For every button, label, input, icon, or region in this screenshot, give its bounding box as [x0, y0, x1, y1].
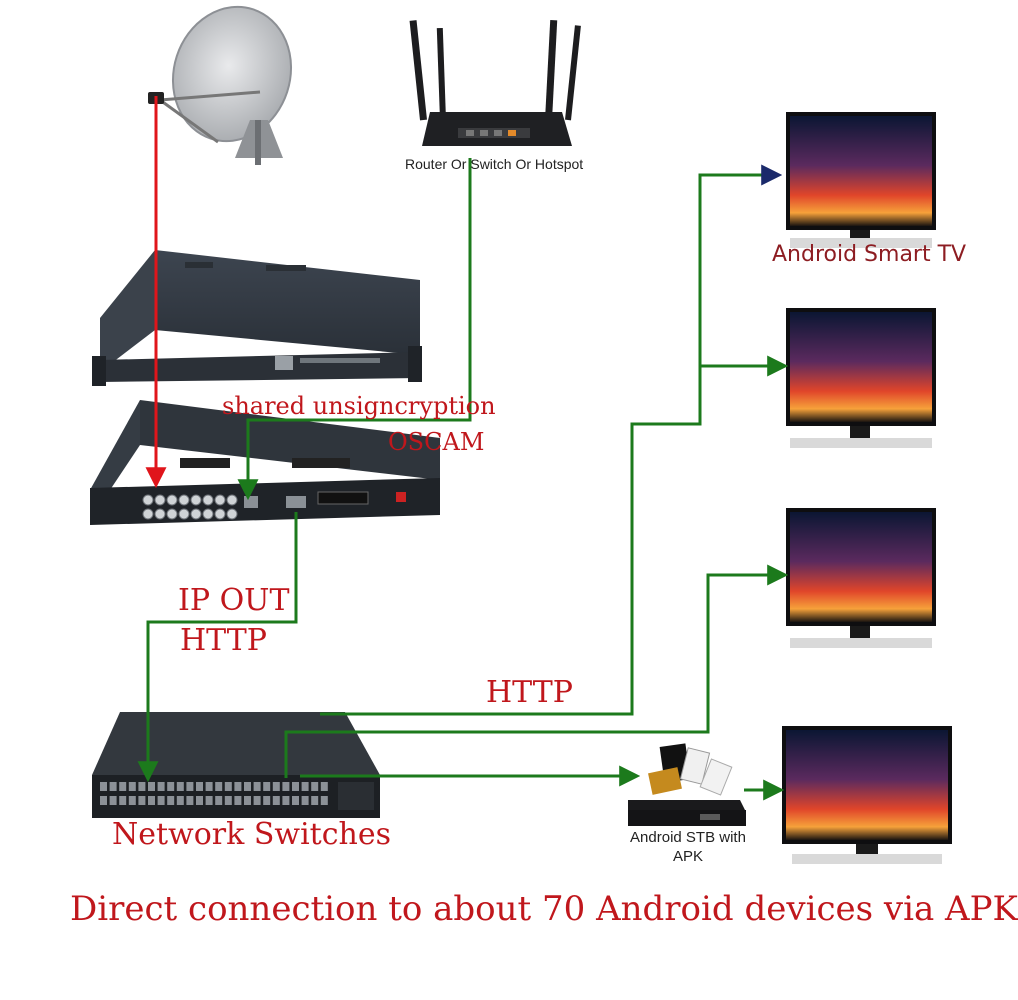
switch-port [272, 782, 280, 791]
switch-port [234, 796, 242, 805]
switch-port [263, 782, 271, 791]
bnc-connector [202, 494, 214, 506]
http-label-left: HTTP [180, 623, 267, 658]
switch-port [244, 782, 251, 791]
set-top-box-icon [628, 743, 746, 826]
bnc-connector [166, 508, 178, 520]
iptv-gateway-icon [90, 400, 440, 525]
switch-port [100, 796, 107, 805]
switch-port [176, 796, 184, 805]
cable-switch-to-tv-3 [284, 564, 789, 778]
ip-out-label: IP OUT [178, 583, 290, 618]
tv-icon-3 [786, 508, 936, 648]
switch-port [119, 796, 127, 805]
smart-tv-label: Android Smart TV [772, 242, 967, 267]
bnc-connector [178, 494, 190, 506]
bnc-connector [190, 494, 202, 506]
switch-port [205, 796, 213, 805]
switch-port [128, 782, 136, 791]
tv-icon-1 [786, 112, 936, 248]
bnc-connector [142, 508, 154, 520]
switch-port [224, 796, 232, 805]
switch-port [138, 796, 146, 805]
bnc-connector [142, 494, 154, 506]
switch-port [263, 796, 271, 805]
switch-port [205, 782, 213, 791]
satellite-dish-icon [148, 5, 293, 165]
switch-port [196, 796, 203, 805]
switch-port [215, 782, 223, 791]
switch-port [119, 782, 127, 791]
switch-port [253, 782, 261, 791]
switch-port [282, 782, 290, 791]
bnc-connectors [142, 494, 238, 520]
rack-receiver-icon [92, 250, 422, 386]
switch-port [138, 782, 146, 791]
switch-port [224, 782, 232, 791]
switch-port [196, 782, 203, 791]
bnc-connector [226, 508, 238, 520]
stb-label-line1: Android STB with [630, 829, 746, 846]
switch-port [148, 796, 155, 805]
bnc-connector [226, 494, 238, 506]
switch-port [272, 796, 280, 805]
wifi-router-icon [409, 19, 581, 146]
network-switch-icon [92, 712, 380, 818]
switch-port [157, 782, 165, 791]
switch-port [215, 796, 223, 805]
switch-port [311, 782, 319, 791]
switch-port [148, 782, 155, 791]
footer-caption: Direct connection to about 70 Android de… [70, 889, 1018, 929]
bnc-connector [166, 494, 178, 506]
cable-gateway-to-switch [137, 512, 298, 783]
switch-port [234, 782, 242, 791]
bnc-connector [190, 508, 202, 520]
tv-icon-2 [786, 308, 936, 448]
switch-port [186, 782, 194, 791]
switch-port [109, 782, 117, 791]
switch-port [253, 796, 261, 805]
switch-port [186, 796, 194, 805]
cable-switch-to-tv-1 [320, 164, 783, 716]
switch-port [128, 796, 136, 805]
switch-port [301, 782, 309, 791]
bnc-connector [214, 494, 226, 506]
switch-port [109, 796, 117, 805]
oscam-label-line2: OSCAM [388, 428, 485, 456]
switch-port [244, 796, 251, 805]
stb-label-line2: APK [672, 848, 703, 865]
bnc-connector [214, 508, 226, 520]
switch-port [292, 796, 299, 805]
switch-port [167, 782, 175, 791]
bnc-connector [154, 494, 166, 506]
switch-port [167, 796, 175, 805]
http-label-mid: HTTP [486, 675, 573, 710]
switch-port [176, 782, 184, 791]
tv-icon-4 [782, 726, 952, 864]
switch-port [311, 796, 319, 805]
switch-port [282, 796, 290, 805]
oscam-label-line1: shared unsigncryption [222, 392, 496, 420]
bnc-connector [178, 508, 190, 520]
switch-port [301, 796, 309, 805]
cable-router-to-gateway [237, 158, 472, 501]
switch-port [292, 782, 299, 791]
router-label: Router Or Switch Or Hotspot [405, 156, 584, 172]
switch-port [320, 782, 328, 791]
bnc-connector [154, 508, 166, 520]
network-switches-label: Network Switches [112, 817, 392, 852]
switch-port [320, 796, 328, 805]
switch-port [157, 796, 165, 805]
bnc-connector [202, 508, 214, 520]
switch-port [100, 782, 107, 791]
